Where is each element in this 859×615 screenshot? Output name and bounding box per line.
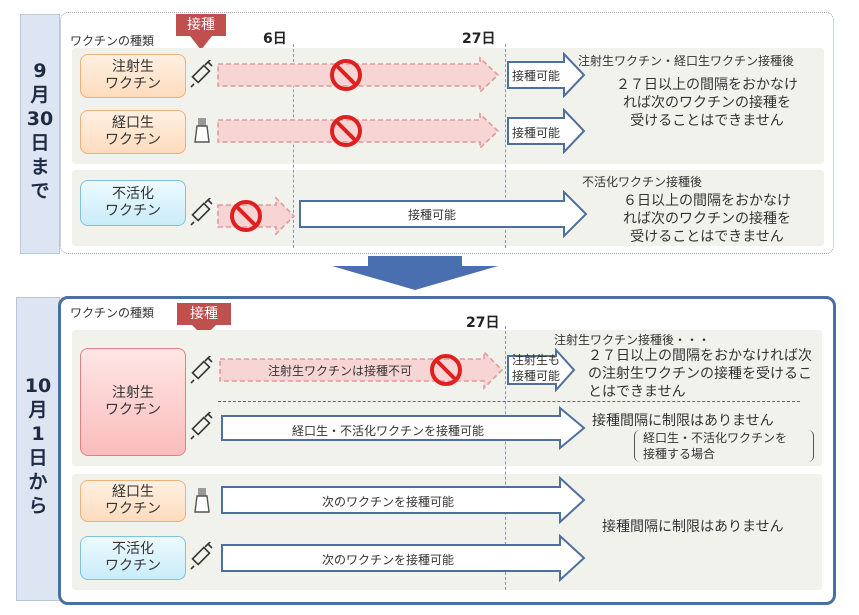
day27-line [505,44,506,248]
syringe-icon [190,356,213,384]
allowed-label: 接種可能 [512,126,561,140]
allowed-arrow [507,52,586,98]
vaccine-box-injectable-live: 注射生ワクチン [80,54,186,98]
allowed-arrow [507,108,586,154]
oral-bottle-icon [194,488,210,513]
vaccine-box-inactivated: 不活化ワクチン [80,536,186,580]
vaccine-box-oral-live: 経口生ワクチン [80,110,186,154]
vaccine-box-injectable-live: 注射生ワクチン [80,348,186,456]
transition-down-arrow-icon [332,256,498,290]
period-label-until-sep30: 9 月 30 日 ま で [20,14,60,254]
day6-label: 6日 [263,31,287,47]
allowed-label: 接種可能 [408,208,457,222]
blocked-period-arrow [217,196,296,236]
vaccine-box-inactivated: 不活化ワクチン [80,180,186,226]
blocked-label: 注射生ワクチンは接種不可 [268,364,413,378]
side-char: 30 [26,108,54,130]
note-title: 注射生ワクチン接種後・・・ [554,333,711,347]
no-limit-note: 接種間隔に制限はありません [592,413,774,429]
allowed-arrow [221,406,586,450]
syringe-icon [190,198,213,226]
injectable-live-band [72,330,822,466]
day27-label: 27日 [466,315,500,331]
allowed-label: 次のワクチンを接種可能 [322,495,455,509]
blocked-period-arrow [217,112,500,150]
blocked-period-arrow [219,350,504,390]
blocked-period-arrow [217,56,500,94]
side-char: ら [28,495,48,517]
no-limit-note: 接種間隔に制限はありません [602,519,784,535]
interval-note: ２７日以上の間隔をおかなければ次の注射生ワクチンの接種を受けることはできません [588,348,812,400]
side-char: 月 [28,399,48,421]
bracket-note: 経口生・不活化ワクチンを接種する場合 [634,430,814,462]
syringe-icon [190,542,213,570]
syringe-icon [190,412,213,440]
vaccine-type-header: ワクチンの種類 [70,306,155,320]
oral-bottle-icon [194,118,210,143]
allowed-after-label: 注射生も接種可能 [512,353,561,383]
interval-note: ２７日以上の間隔をおかなければ次のワクチンの接種を受けることはできません [616,77,798,129]
allowed-label: 接種可能 [512,69,561,83]
side-char: で [30,180,50,202]
allowed-arrow [221,534,586,582]
side-char: か [28,471,48,493]
interval-note: ６日以上の間隔をおかなければ次のワクチンの接種を受けることはできません [623,193,791,245]
side-char: 1 [31,423,45,445]
period-label-from-oct1: 10 月 1 日 か ら [16,297,60,601]
note-title: 注射生ワクチン・経口生ワクチン接種後 [578,54,795,68]
allowed-arrow [507,348,576,392]
day27-label: 27日 [462,31,496,47]
injection-tag: 接種 [176,14,226,36]
row-divider [218,401,800,402]
vaccine-box-oral-live: 経口生ワクチン [80,480,186,522]
injection-down-arrow-icon [190,36,212,50]
allowed-arrow [299,190,588,238]
vaccine-type-header: ワクチンの種類 [70,34,155,48]
side-char: 10 [24,375,52,397]
side-char: 日 [30,132,50,154]
allowed-label: 経口生・不活化ワクチンを接種可能 [292,424,485,438]
side-char: 日 [28,447,48,469]
day6-line [293,44,294,248]
day27-line [505,326,506,590]
side-char: 9 [33,60,47,82]
allowed-arrow [221,476,586,524]
side-char: 月 [30,84,50,106]
injection-tag: 接種 [177,303,231,325]
note-title: 不活化ワクチン接種後 [582,175,703,189]
syringe-icon [190,60,213,88]
side-char: ま [30,156,50,178]
allowed-label: 次のワクチンを接種可能 [322,553,455,567]
